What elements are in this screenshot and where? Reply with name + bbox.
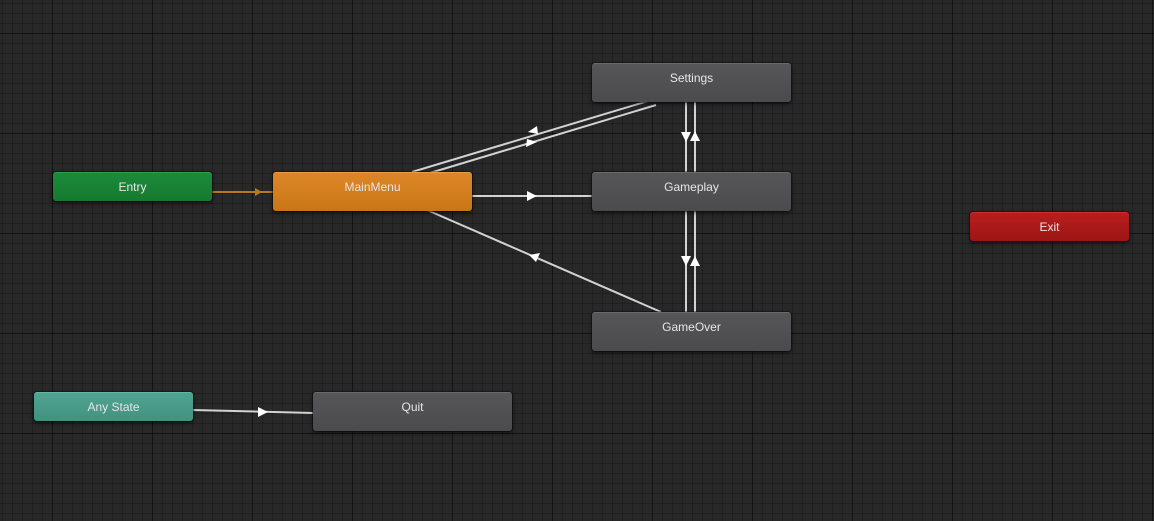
transition-settings-to-mainmenu[interactable] — [411, 100, 649, 173]
state-node-gameover[interactable]: GameOver — [592, 312, 791, 351]
state-node-settings[interactable]: Settings — [592, 63, 791, 102]
transition-entry-to-mainmenu[interactable] — [212, 188, 273, 196]
state-node-exit[interactable]: Exit — [970, 212, 1129, 241]
state-label-gameplay: Gameplay — [664, 180, 719, 194]
state-node-gameplay[interactable]: Gameplay — [592, 172, 791, 211]
transition-gameover-to-mainmenu[interactable] — [426, 209, 662, 313]
transition-gameplay-to-gameover[interactable] — [681, 210, 691, 312]
transition-gameover-to-gameplay[interactable] — [690, 210, 700, 312]
transition-settings-to-gameplay[interactable] — [681, 101, 691, 172]
transition-gameplay-to-settings[interactable] — [690, 101, 700, 172]
state-label-entry: Entry — [118, 180, 147, 194]
state-node-mainmenu[interactable]: MainMenu — [273, 172, 472, 211]
state-label-mainmenu: MainMenu — [344, 180, 401, 194]
state-label-exit: Exit — [1039, 220, 1060, 234]
state-label-quit: Quit — [401, 400, 424, 414]
state-label-any-state: Any State — [87, 400, 140, 414]
state-node-entry[interactable]: Entry — [53, 172, 212, 201]
state-node-any-state[interactable]: Any State — [34, 392, 193, 421]
state-label-settings: Settings — [669, 71, 714, 85]
state-label-gameover: GameOver — [662, 320, 721, 334]
transition-mainmenu-to-gameplay[interactable] — [472, 191, 592, 201]
state-node-quit[interactable]: Quit — [313, 392, 512, 431]
transition-mainmenu-to-settings[interactable] — [419, 104, 657, 177]
transition-anystate-to-quit[interactable] — [192, 407, 314, 417]
